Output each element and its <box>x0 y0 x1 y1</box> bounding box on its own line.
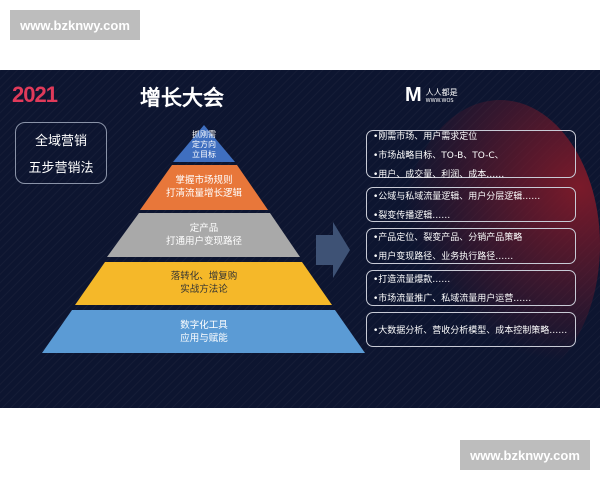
pyramid-level-1 <box>173 125 235 162</box>
pyramid-label-3: 定产品打通用户变现路径 <box>165 223 243 247</box>
year-label: 2021 <box>12 82 58 107</box>
logo-url: WWW.WOS <box>425 98 454 104</box>
pyramid <box>42 125 365 353</box>
pyramid-level-4 <box>75 262 332 305</box>
detail-line: •市场战略目标、TO-B、TO-C、 <box>373 150 504 161</box>
detail-line: •产品定位、裂变产品、分销产品策略 <box>373 233 523 243</box>
method-box: 全域营销 五步营销法 <box>15 122 107 184</box>
detail-box-3: •产品定位、裂变产品、分销产品策略 •用户变现路径、业务执行路径…… <box>366 228 576 264</box>
detail-box-1: •刚需市场、用户需求定位 •市场战略目标、TO-B、TO-C、 •用户、成交量、… <box>366 130 576 180</box>
pyramid-label-2: 掌握市场规则打清流量增长逻辑 <box>165 175 243 199</box>
slide-title: 增长大会 <box>140 86 224 110</box>
detail-line: •用户变现路径、业务执行路径…… <box>373 252 514 262</box>
detail-line: •刚需市场、用户需求定位 <box>373 131 478 142</box>
detail-line: •打造流量爆款…… <box>373 275 451 285</box>
logo-mark: M <box>405 84 422 106</box>
watermark-top: www.bzknwy.com <box>10 10 140 40</box>
detail-line: •公域与私域流量逻辑、用户分层逻辑…… <box>373 191 541 202</box>
pyramid-label-4: 落转化、增复购实战方法论 <box>170 271 238 295</box>
watermark-bottom: www.bzknwy.com <box>460 440 590 470</box>
pyramid-level-3 <box>107 213 300 257</box>
detail-line: •用户、成交量、利润、成本…… <box>373 169 505 180</box>
detail-box-4: •打造流量爆款…… •市场流量推广、私域流量用户运营…… <box>366 270 576 306</box>
detail-line: •裂变传播逻辑…… <box>373 210 451 221</box>
pyramid-level-5 <box>42 310 365 353</box>
background-glow <box>400 100 600 390</box>
logo-name: 人人都是 <box>425 88 458 97</box>
pyramid-level-2 <box>140 165 268 210</box>
arrow-right-icon <box>316 222 350 278</box>
detail-line: •大数据分析、营收分析模型、成本控制策略…… <box>373 326 568 336</box>
detail-line: •市场流量推广、私域流量用户运营…… <box>373 294 532 304</box>
method-line: 五步营销法 <box>28 161 94 176</box>
pyramid-label-1: 抓刚需定方向立目标 <box>192 130 216 159</box>
pyramid-label-5: 数字化工具应用与赋能 <box>180 320 228 344</box>
detail-box-5: •大数据分析、营收分析模型、成本控制策略…… <box>366 312 576 347</box>
method-line: 全域营销 <box>34 134 87 149</box>
detail-box-2: •公域与私域流量逻辑、用户分层逻辑…… •裂变传播逻辑…… <box>366 187 576 222</box>
